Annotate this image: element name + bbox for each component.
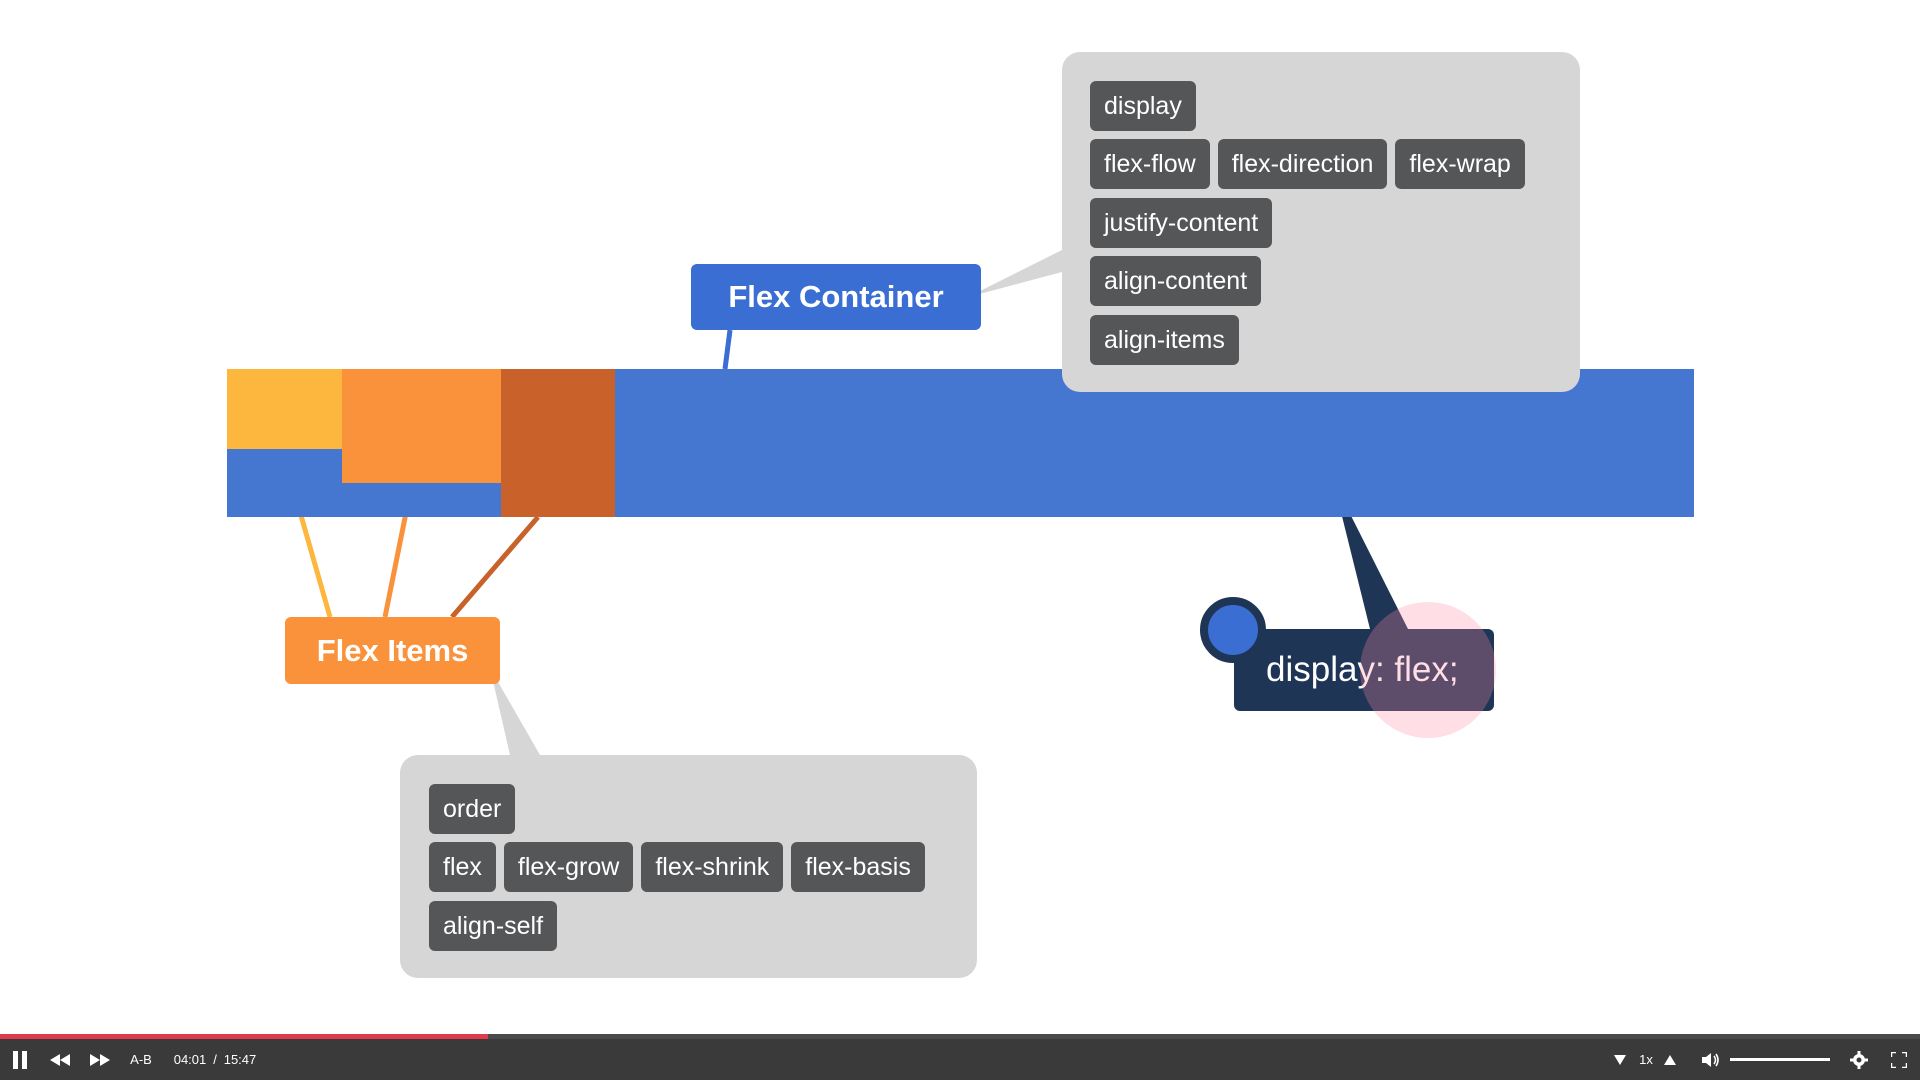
property-tag: display bbox=[1090, 81, 1196, 131]
container-props-row-5: align-items bbox=[1090, 315, 1239, 365]
triangle-down-icon bbox=[1614, 1054, 1626, 1065]
property-tag: flex bbox=[429, 842, 496, 892]
speed-down-button[interactable] bbox=[1612, 1039, 1628, 1080]
triangle-up-icon bbox=[1664, 1054, 1676, 1065]
container-props-row-4: align-content bbox=[1090, 256, 1262, 306]
fullscreen-button[interactable] bbox=[1888, 1039, 1910, 1080]
cursor-highlight bbox=[1360, 602, 1496, 738]
current-time: 04:01 bbox=[173, 1052, 207, 1067]
property-tag: justify-content bbox=[1090, 198, 1273, 248]
container-panel-tail bbox=[968, 250, 1062, 297]
playback-speed: 1x bbox=[1639, 1052, 1653, 1067]
item-props-row-1: order bbox=[429, 784, 516, 834]
item-properties-panel: order flex flex-grow flex-shrink flex-ba… bbox=[400, 755, 977, 978]
speed-up-button[interactable] bbox=[1662, 1039, 1678, 1080]
property-tag: align-self bbox=[429, 901, 558, 951]
item-props-row-2: flex flex-grow flex-shrink flex-basis bbox=[429, 842, 925, 892]
volume-slider[interactable] bbox=[1730, 1058, 1830, 1061]
duration: 15:47 bbox=[223, 1052, 257, 1067]
rewind-button[interactable] bbox=[48, 1039, 72, 1080]
time-separator: / bbox=[213, 1052, 217, 1067]
flex-item-1 bbox=[227, 369, 342, 449]
player-controls: A-B 04:01 / 15:47 1x bbox=[0, 1039, 1920, 1080]
flex-item-2 bbox=[342, 369, 501, 483]
video-frame[interactable]: Flex Container Flex Items display flex-f… bbox=[0, 0, 1920, 1038]
property-tag: flex-basis bbox=[791, 842, 925, 892]
container-label-connector bbox=[722, 329, 733, 370]
container-props-row-2: flex-flow flex-direction flex-wrap bbox=[1090, 139, 1525, 189]
volume-button[interactable] bbox=[1700, 1039, 1722, 1080]
volume-icon bbox=[1702, 1052, 1719, 1067]
items-panel-tail bbox=[490, 668, 540, 755]
pause-button[interactable] bbox=[8, 1039, 32, 1080]
code-snippet: display: flex; bbox=[1234, 629, 1494, 711]
fullscreen-icon bbox=[1891, 1051, 1907, 1068]
property-tag: flex-wrap bbox=[1395, 139, 1525, 189]
fast-forward-button[interactable] bbox=[88, 1039, 112, 1080]
container-props-row-3: justify-content bbox=[1090, 198, 1273, 248]
fast-forward-icon bbox=[90, 1053, 110, 1066]
ab-repeat-button[interactable]: A-B bbox=[130, 1052, 152, 1067]
code-bullet-dot bbox=[1200, 597, 1266, 663]
item-props-row-3: align-self bbox=[429, 901, 558, 951]
volume-level bbox=[1730, 1058, 1830, 1061]
property-tag: flex-grow bbox=[503, 842, 634, 892]
flex-container-label: Flex Container bbox=[691, 264, 981, 330]
code-box-tail bbox=[1333, 480, 1408, 629]
flex-items-label: Flex Items bbox=[285, 617, 500, 684]
flex-item-3 bbox=[501, 369, 615, 517]
settings-button[interactable] bbox=[1848, 1039, 1870, 1080]
property-tag: flex-direction bbox=[1217, 139, 1388, 189]
container-properties-panel: display flex-flow flex-direction flex-wr… bbox=[1062, 52, 1580, 392]
progress-fill bbox=[0, 1034, 488, 1039]
property-tag: order bbox=[429, 784, 516, 834]
container-props-row-1: display bbox=[1090, 81, 1196, 131]
gear-icon bbox=[1850, 1050, 1868, 1069]
item-3-connector bbox=[450, 515, 540, 619]
rewind-icon bbox=[50, 1053, 70, 1066]
pause-icon bbox=[13, 1050, 27, 1069]
progress-bar[interactable] bbox=[0, 1034, 1920, 1039]
property-tag: align-items bbox=[1090, 315, 1239, 365]
property-tag: align-content bbox=[1090, 256, 1262, 306]
property-tag: flex-shrink bbox=[641, 842, 784, 892]
property-tag: flex-flow bbox=[1090, 139, 1210, 189]
